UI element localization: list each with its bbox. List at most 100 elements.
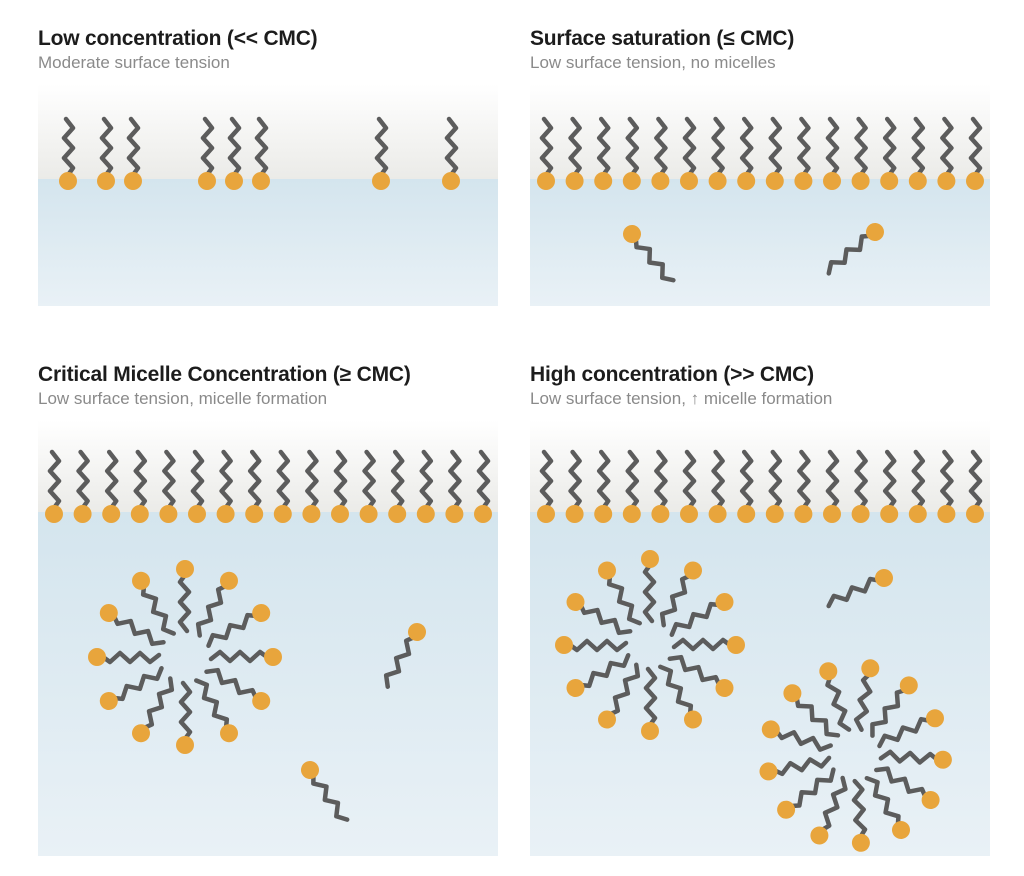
- surfactant-molecule: [537, 449, 555, 523]
- surfactant-molecule: [937, 116, 956, 190]
- surfactant-tail-icon: [774, 728, 833, 752]
- surfactant-head-icon: [933, 750, 952, 769]
- surfactant-tail-icon: [311, 772, 350, 822]
- surfactant-head-icon: [737, 171, 756, 190]
- panel-subtitle: Low surface tension, no micelles: [530, 53, 776, 73]
- surfactant-molecule: [598, 561, 642, 626]
- surfactant-tail-icon: [825, 449, 840, 510]
- surfactant-molecule: [680, 116, 698, 190]
- surfactant-molecule: [225, 116, 243, 190]
- surfactant-molecule: [641, 666, 659, 740]
- surfactant-molecule: [669, 592, 734, 637]
- surfactant-tail-icon: [606, 573, 642, 626]
- surfactant-tail-icon: [768, 116, 783, 177]
- surfactant-molecule: [331, 449, 349, 523]
- surfactant-molecule: [878, 749, 952, 769]
- surfactant-head-icon: [252, 171, 270, 190]
- surfactant-head-icon: [159, 504, 178, 523]
- surfactant-molecule: [594, 449, 613, 523]
- surfactant-head-icon: [880, 504, 899, 523]
- surfactant-head-icon: [851, 171, 870, 190]
- surfactant-tail-icon: [133, 449, 148, 510]
- surfactant-molecule: [659, 561, 702, 628]
- surfactant-tail-icon: [874, 765, 928, 799]
- surfactant-head-icon: [708, 504, 727, 523]
- surfactant-tail-icon: [825, 116, 840, 177]
- surfactant-tail-icon: [772, 755, 832, 776]
- surfactant-molecule: [667, 654, 734, 697]
- surfactant-molecule: [623, 224, 676, 283]
- surfactant-molecule: [765, 449, 784, 523]
- surfactant-molecule: [874, 765, 940, 809]
- surfactant-head-icon: [875, 568, 893, 587]
- surfactant-tail-icon: [162, 449, 176, 510]
- surfactant-tail-icon: [596, 449, 611, 510]
- surfactant-head-icon: [759, 762, 778, 781]
- surfactant-molecule: [761, 720, 833, 752]
- surfactant-head-icon: [851, 504, 870, 523]
- surfactant-molecule: [783, 683, 841, 738]
- surfactant-tail-icon: [968, 449, 983, 510]
- surfactant-tail-icon: [568, 116, 582, 177]
- surfactant-tail-icon: [940, 449, 954, 510]
- surfactant-tail-icon: [305, 449, 319, 510]
- surfactant-molecule: [598, 662, 641, 729]
- surfactant-head-icon: [622, 171, 641, 190]
- surfactant-tail-icon: [882, 449, 897, 510]
- surfactant-molecule: [880, 116, 899, 190]
- surfactant-tail-icon: [864, 775, 901, 827]
- surfactant-molecule: [124, 116, 142, 190]
- surfactant-tail-icon: [219, 449, 233, 510]
- surfactant-tail-icon: [419, 449, 434, 510]
- surfactant-head-icon: [708, 171, 727, 190]
- surfactant-scene: [530, 83, 990, 306]
- surfactant-molecule: [708, 116, 727, 190]
- surfactant-molecule: [73, 449, 92, 523]
- surfactant-head-icon: [594, 171, 613, 190]
- surface-monolayer: [59, 116, 460, 190]
- micelle: [555, 549, 745, 740]
- surfactant-tail-icon: [444, 116, 459, 177]
- surfactant-head-icon: [966, 504, 984, 523]
- surfactant-head-icon: [130, 504, 149, 523]
- surfactant-tail-icon: [76, 449, 90, 510]
- surfactant-head-icon: [823, 504, 841, 523]
- surfactant-molecule: [851, 449, 870, 523]
- surfactant-tail-icon: [254, 116, 269, 177]
- surfactant-tail-icon: [539, 116, 554, 177]
- surfactant-tail-icon: [739, 116, 754, 177]
- water-region: [530, 178, 990, 306]
- surfactant-tail-icon: [140, 583, 176, 636]
- surfactant-molecule: [823, 449, 841, 523]
- panel-surface-saturation: Surface saturation (≤ CMC) Low surface t…: [530, 26, 990, 316]
- surfactant-tail-icon: [206, 612, 259, 648]
- surfactant-head-icon: [598, 561, 616, 580]
- surfactant-tail-icon: [911, 116, 926, 177]
- surfactant-molecule: [566, 652, 631, 697]
- surfactant-head-icon: [264, 647, 282, 666]
- surfactant-tail-icon: [877, 716, 932, 748]
- surfactant-head-icon: [331, 504, 349, 523]
- surfactant-molecule: [302, 449, 321, 523]
- surfactant-molecule: [204, 667, 271, 710]
- surfactant-molecule: [176, 559, 194, 633]
- surfactant-tail-icon: [190, 449, 205, 510]
- surfactant-molecule: [132, 571, 176, 636]
- surfactant-head-icon: [537, 504, 555, 523]
- surfactant-molecule: [565, 116, 584, 190]
- surfactant-head-icon: [225, 171, 243, 190]
- surface-monolayer: [537, 116, 984, 190]
- surfactant-molecule: [445, 449, 464, 523]
- surfactant-tail-icon: [141, 675, 175, 730]
- surfactant-head-icon: [765, 171, 784, 190]
- panel-subtitle: Low surface tension, micelle formation: [38, 389, 328, 409]
- surfactant-tail-icon: [194, 677, 230, 730]
- surfactant-molecule: [658, 664, 702, 729]
- surfactant-head-icon: [198, 171, 216, 190]
- surfactant-molecule: [88, 647, 162, 666]
- surfactant-head-icon: [777, 800, 796, 819]
- surfactant-tail-icon: [682, 116, 697, 177]
- surfactant-scene: [38, 419, 498, 856]
- surfactant-tail-icon: [607, 662, 641, 717]
